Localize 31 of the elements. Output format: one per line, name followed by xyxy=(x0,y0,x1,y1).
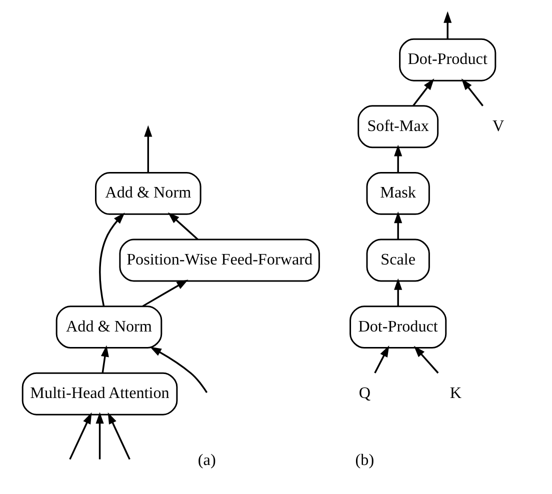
arrow xyxy=(394,144,402,173)
node-text: V xyxy=(492,118,504,135)
node-box: Scale xyxy=(366,238,430,282)
arrow xyxy=(394,212,402,240)
node-box: Soft-Max xyxy=(358,105,439,148)
node-text: Q xyxy=(358,385,371,402)
arrow xyxy=(414,346,439,374)
label: (b) xyxy=(355,452,374,469)
arrow xyxy=(144,125,152,173)
arrow xyxy=(99,212,125,306)
arrow xyxy=(108,412,130,460)
node-box: Add & Norm xyxy=(56,306,162,349)
node-box: Dot-Product xyxy=(350,306,447,349)
arrow xyxy=(461,78,484,106)
arrow xyxy=(444,11,452,39)
node-box: Position-Wise Feed-Forward xyxy=(119,238,320,282)
arrow xyxy=(96,412,104,460)
node-box: Multi-Head Attention xyxy=(22,372,178,416)
arrow xyxy=(374,345,390,374)
arrow xyxy=(69,412,92,460)
node-box: Mask xyxy=(366,172,430,215)
node-text: K xyxy=(450,385,462,402)
arrow xyxy=(168,212,198,240)
label: (a) xyxy=(198,452,216,469)
node-box: Add & Norm xyxy=(95,172,202,215)
arrow xyxy=(412,78,434,106)
arrow xyxy=(150,346,208,394)
arrow xyxy=(394,278,402,306)
arrow xyxy=(142,280,188,307)
arrow xyxy=(100,345,109,374)
node-box: Dot-Product xyxy=(399,38,496,82)
